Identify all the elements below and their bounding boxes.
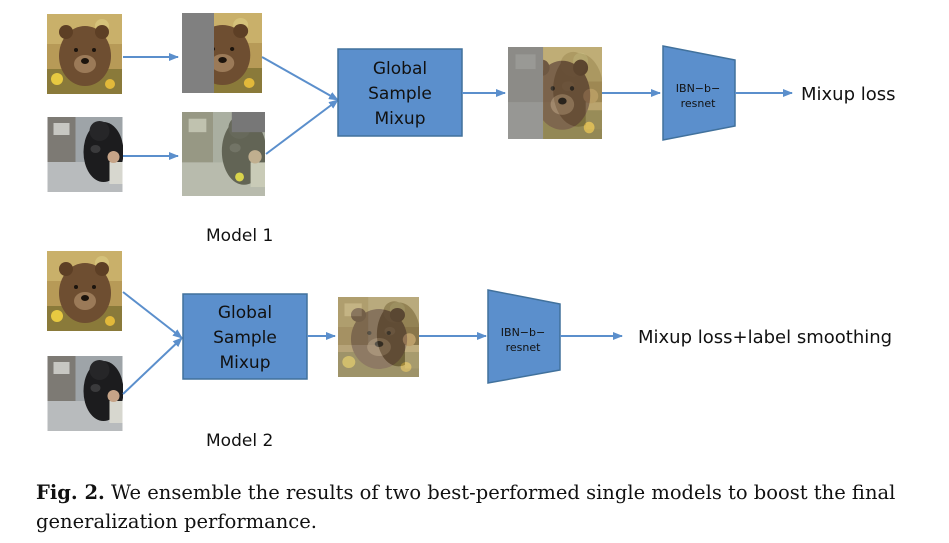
model2-arrow-person [122,337,183,395]
model2-mixup-box: Global Sample Mixup [182,293,308,380]
caption-prefix: Fig. 2. [36,481,105,504]
model2-person-image [47,356,123,431]
model2-mixup-label-1: Global [218,303,272,323]
model1-cutout-image [182,13,262,93]
model2-mixed-image [338,297,419,377]
model2-arrow-bear [122,291,183,339]
model2-mixup-label-3: Mixup [219,353,270,373]
model2-title: Model 2 [206,431,273,451]
model1-person-image [47,117,123,192]
model2-network-label-2: resnet [506,341,542,354]
figure-caption: Fig. 2. We ensemble the results of two b… [36,478,926,536]
model2-mixup-label-2: Sample [213,328,277,348]
model1-mixup-label-2: Sample [368,84,432,104]
model1-mixed-image [508,47,602,139]
model1-network-label-1: IBN−b− [676,82,720,95]
model2-bear-image [47,251,122,331]
model1-blend-image [182,112,265,196]
model1-title: Model 1 [206,226,273,246]
model1-mixup-box: Global Sample Mixup [337,48,463,137]
model1-arrow-to-mixup-top [261,56,339,101]
model2-network-trapezoid: IBN−b− resnet [487,289,561,384]
model1-bear-image [47,14,122,94]
caption-text: We ensemble the results of two best-perf… [36,481,896,533]
model1-network-label-2: resnet [681,97,717,110]
model1-mixup-label-1: Global [373,59,427,79]
model2-network-label-1: IBN−b− [501,326,545,339]
model1-network-trapezoid: IBN−b− resnet [662,45,736,141]
model2-loss-label: Mixup loss+label smoothing [638,327,892,348]
model1-mixup-label-3: Mixup [374,109,425,129]
model1-arrow-to-mixup-bottom [265,99,339,155]
model1-loss-label: Mixup loss [801,84,896,105]
